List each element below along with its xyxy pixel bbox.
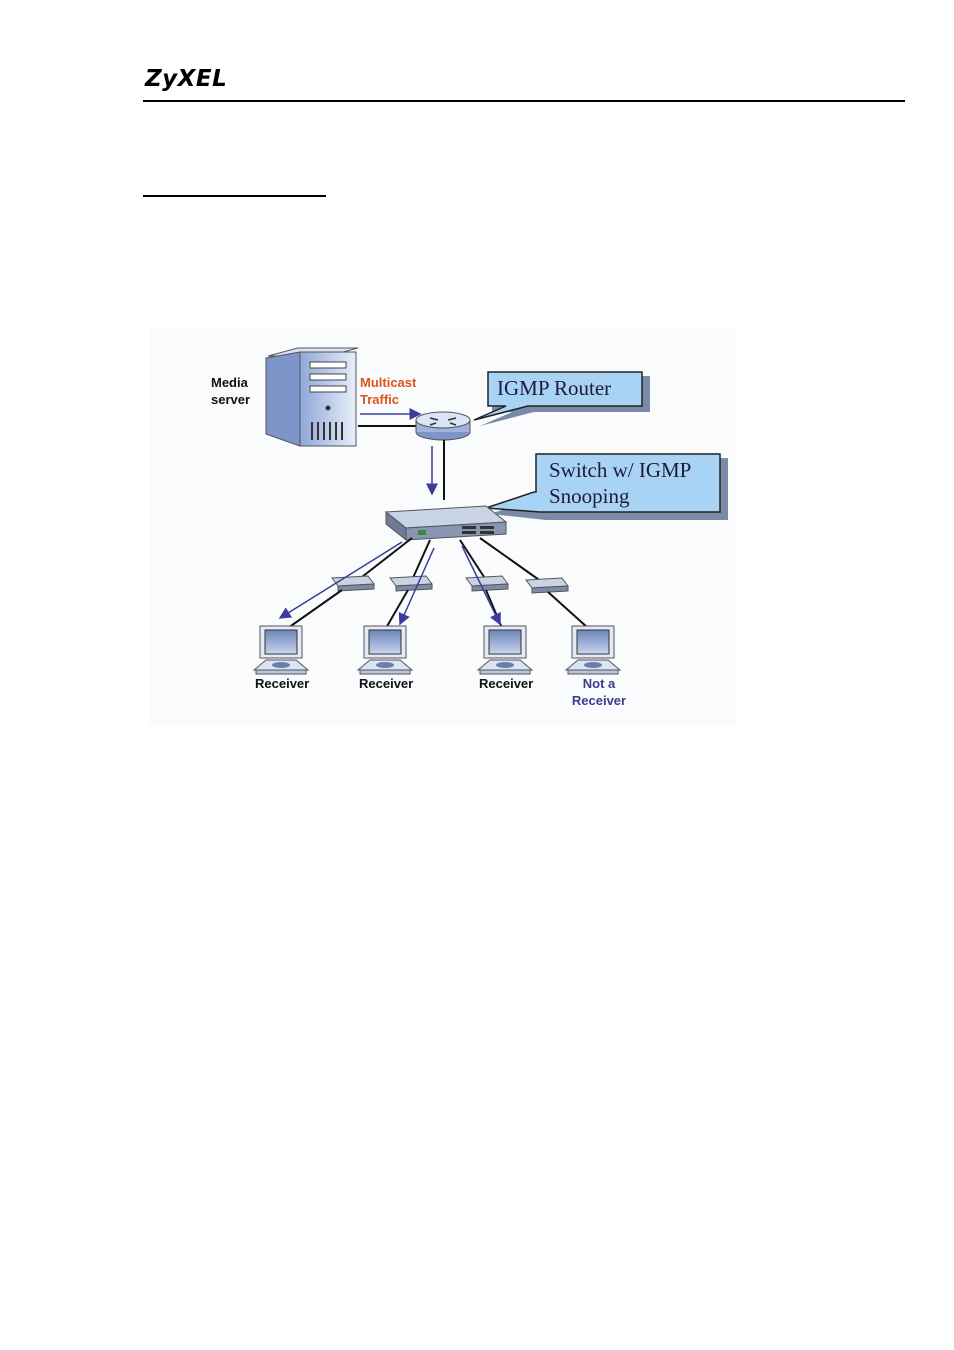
non-receiver-label-line1: Not a xyxy=(582,676,616,691)
multicast-traffic-label: Multicast Traffic xyxy=(360,374,416,408)
hub-icon xyxy=(525,577,569,594)
switch-icon xyxy=(384,505,508,542)
network-diagram-drawing xyxy=(150,328,735,726)
hub-computer-links xyxy=(287,589,589,629)
switch-callout-line1: Switch w/ IGMP xyxy=(549,458,692,482)
receiver-label: Receiver xyxy=(255,676,310,691)
multicast-flow-arrows xyxy=(278,541,501,626)
non-receiver-label: Not a Receiver xyxy=(568,675,630,709)
multicast-traffic-label-line1: Multicast xyxy=(360,375,417,390)
header-divider xyxy=(143,100,905,102)
igmp-snooping-diagram: Media server Multicast Traffic IGMP Rout… xyxy=(150,328,735,726)
zyxel-logo: ZyXEL xyxy=(145,66,228,92)
multicast-traffic-label-line2: Traffic xyxy=(360,392,400,407)
router-callout xyxy=(473,371,650,426)
media-server-label-line1: Media xyxy=(211,375,248,390)
switch-hub-links xyxy=(357,537,543,583)
section-heading-underline xyxy=(143,195,326,197)
computer-icon xyxy=(356,625,414,675)
switch-callout-text: Switch w/ IGMP Snooping xyxy=(549,457,691,509)
server-icon xyxy=(265,347,359,447)
router-icon xyxy=(415,411,471,441)
computer-icon xyxy=(564,625,622,675)
hub-icon xyxy=(331,575,375,592)
hub-icon xyxy=(465,575,509,592)
hub-icon xyxy=(389,575,433,592)
media-server-label: Media server xyxy=(211,374,250,408)
switch-callout xyxy=(485,453,728,520)
computer-icon xyxy=(476,625,534,675)
computer-icon xyxy=(252,625,310,675)
switch-callout-line2: Snooping xyxy=(549,484,630,508)
media-server-label-line2: server xyxy=(211,392,251,407)
receiver-label: Receiver xyxy=(479,676,534,691)
router-callout-text: IGMP Router xyxy=(497,376,612,400)
non-receiver-label-line2: Receiver xyxy=(571,693,627,708)
receiver-label: Receiver xyxy=(359,676,414,691)
